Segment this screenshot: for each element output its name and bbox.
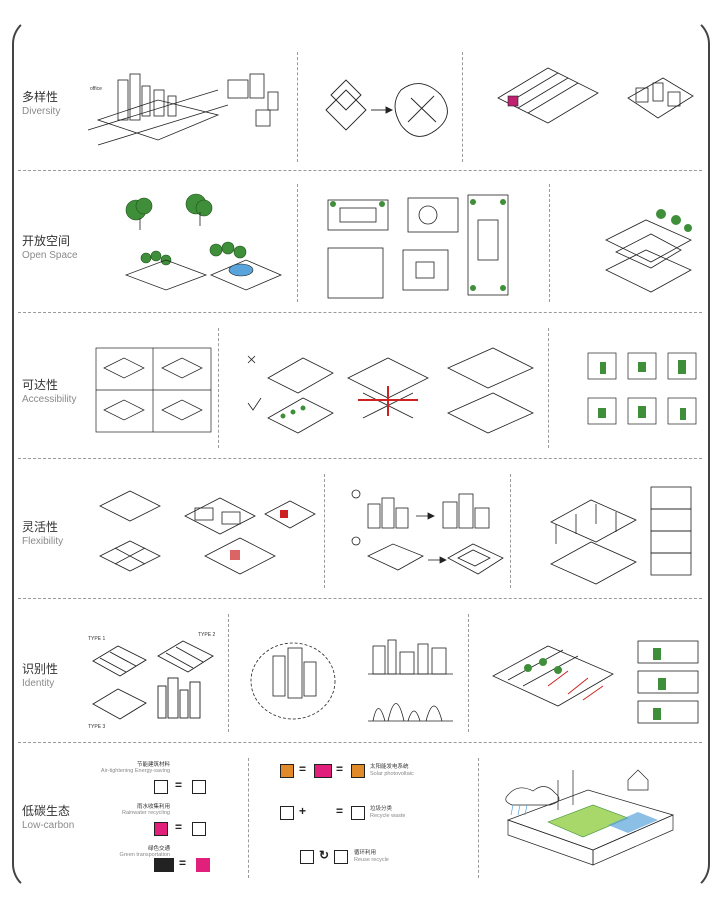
sketch-block-grid	[95, 347, 212, 433]
divider	[510, 474, 511, 588]
sketch-public-square	[327, 194, 509, 299]
equals-icon: =	[299, 762, 307, 776]
solar-panel-icon	[280, 764, 294, 778]
sketch-mixed-use-blocks: office	[87, 73, 279, 146]
sketch-access-units	[587, 352, 697, 425]
caption-zh: 太阳能发电系统	[370, 764, 409, 770]
type1-label: TYPE 1	[88, 636, 105, 642]
office-label: office	[90, 86, 102, 92]
divider	[228, 614, 229, 732]
caption-zh: 循环利用	[354, 850, 377, 856]
category-en: Open Space	[22, 250, 78, 261]
category-zh: 低碳生态	[22, 804, 71, 818]
category-en: Flexibility	[22, 536, 64, 547]
home-icon	[192, 780, 206, 794]
battery-icon	[314, 764, 332, 778]
caption-en: Rainwater recycling	[122, 810, 170, 816]
sketch-eco-site	[505, 769, 675, 866]
divider	[297, 184, 298, 302]
type3-label: TYPE 3	[88, 724, 105, 730]
caption-zh: 绿色交通	[147, 846, 170, 852]
caption-zh: 雨水收集利用	[136, 804, 170, 810]
equals-icon: =	[336, 762, 344, 776]
row-flexibility: 灵活性 Flexibility	[18, 458, 702, 599]
row-low-carbon: 低碳生态 Low-carbon 节能建筑材料 Air-tightening En…	[18, 742, 702, 888]
category-en: Accessibility	[22, 394, 77, 405]
category-zh: 识别性	[22, 662, 59, 676]
category-label: 灵活性 Flexibility	[22, 520, 63, 548]
sketch-skyline	[250, 639, 453, 722]
sketch-courtyard-block	[605, 209, 692, 293]
category-label: 识别性 Identity	[22, 662, 58, 690]
divider	[218, 328, 219, 448]
equals-icon: =	[175, 820, 183, 834]
divider	[297, 52, 298, 162]
equals-icon: =	[336, 804, 344, 818]
caption-zh: 节能建筑材料	[136, 762, 170, 768]
power-icon	[351, 764, 365, 778]
category-en: Identity	[22, 678, 55, 689]
hand-icon	[196, 858, 210, 872]
caption-zh: 垃圾分类	[370, 806, 393, 812]
recycle-icon	[351, 806, 365, 820]
equals-icon: =	[179, 856, 187, 870]
sketch-corridor-section	[492, 640, 699, 724]
caption-en: Solar photovoltaic	[370, 771, 414, 777]
caption-en: Recycle waste	[370, 813, 406, 819]
divider	[324, 474, 325, 588]
house-icon	[154, 780, 168, 794]
caption-en: Reuse recycle	[354, 857, 389, 863]
divider	[248, 758, 249, 878]
divider	[548, 328, 549, 448]
house-cycle-icon	[300, 850, 314, 864]
sketch-flexible-blocks	[99, 490, 316, 575]
sketch-building-types: TYPE 1 TYPE 2 TYPE 3	[88, 632, 215, 730]
recycle-bin-icon	[280, 806, 294, 820]
category-zh: 可达性	[22, 378, 59, 392]
category-zh: 多样性	[22, 90, 59, 104]
category-label: 多样性 Diversity	[22, 90, 60, 118]
category-zh: 灵活性	[22, 520, 59, 534]
divider	[462, 52, 463, 162]
row-diversity: 多样性 Diversity office	[18, 42, 702, 171]
caption-en: Green transportation	[119, 852, 170, 858]
home-icon	[192, 822, 206, 836]
type2-label: TYPE 2	[198, 632, 215, 638]
sketch-frame-structure	[550, 486, 692, 585]
category-en: Diversity	[22, 106, 61, 117]
bus-icon	[154, 858, 174, 872]
category-label: 低碳生态 Low-carbon	[22, 804, 74, 832]
home-icon	[334, 850, 348, 864]
sketch-volume-transform	[351, 489, 504, 575]
row-open-space: 开放空间 Open Space	[18, 170, 702, 313]
divider	[468, 614, 469, 732]
category-zh: 开放空间	[22, 234, 71, 248]
category-en: Low-carbon	[22, 820, 75, 831]
category-label: 可达性 Accessibility	[22, 378, 76, 406]
page-frame	[12, 16, 710, 892]
divider	[549, 184, 550, 302]
rain-icon	[154, 822, 168, 836]
sketch-cross-diagram	[325, 79, 448, 137]
cycle-icon: ↻	[319, 848, 330, 862]
caption-en: Air-tightening Energy-saving	[100, 768, 170, 774]
category-label: 开放空间 Open Space	[22, 234, 78, 262]
plus-icon: +	[299, 804, 307, 818]
row-accessibility: 可达性 Accessibility	[18, 312, 702, 459]
tap-icon	[314, 806, 328, 820]
divider	[478, 758, 479, 878]
equals-icon: =	[175, 778, 183, 792]
sketch-block-masterplan	[497, 67, 694, 124]
row-identity: 识别性 Identity TYPE 1 TYPE 2 TYPE 3	[18, 598, 702, 743]
sketch-trees-park	[124, 193, 283, 291]
sketch-street-network	[247, 347, 534, 434]
